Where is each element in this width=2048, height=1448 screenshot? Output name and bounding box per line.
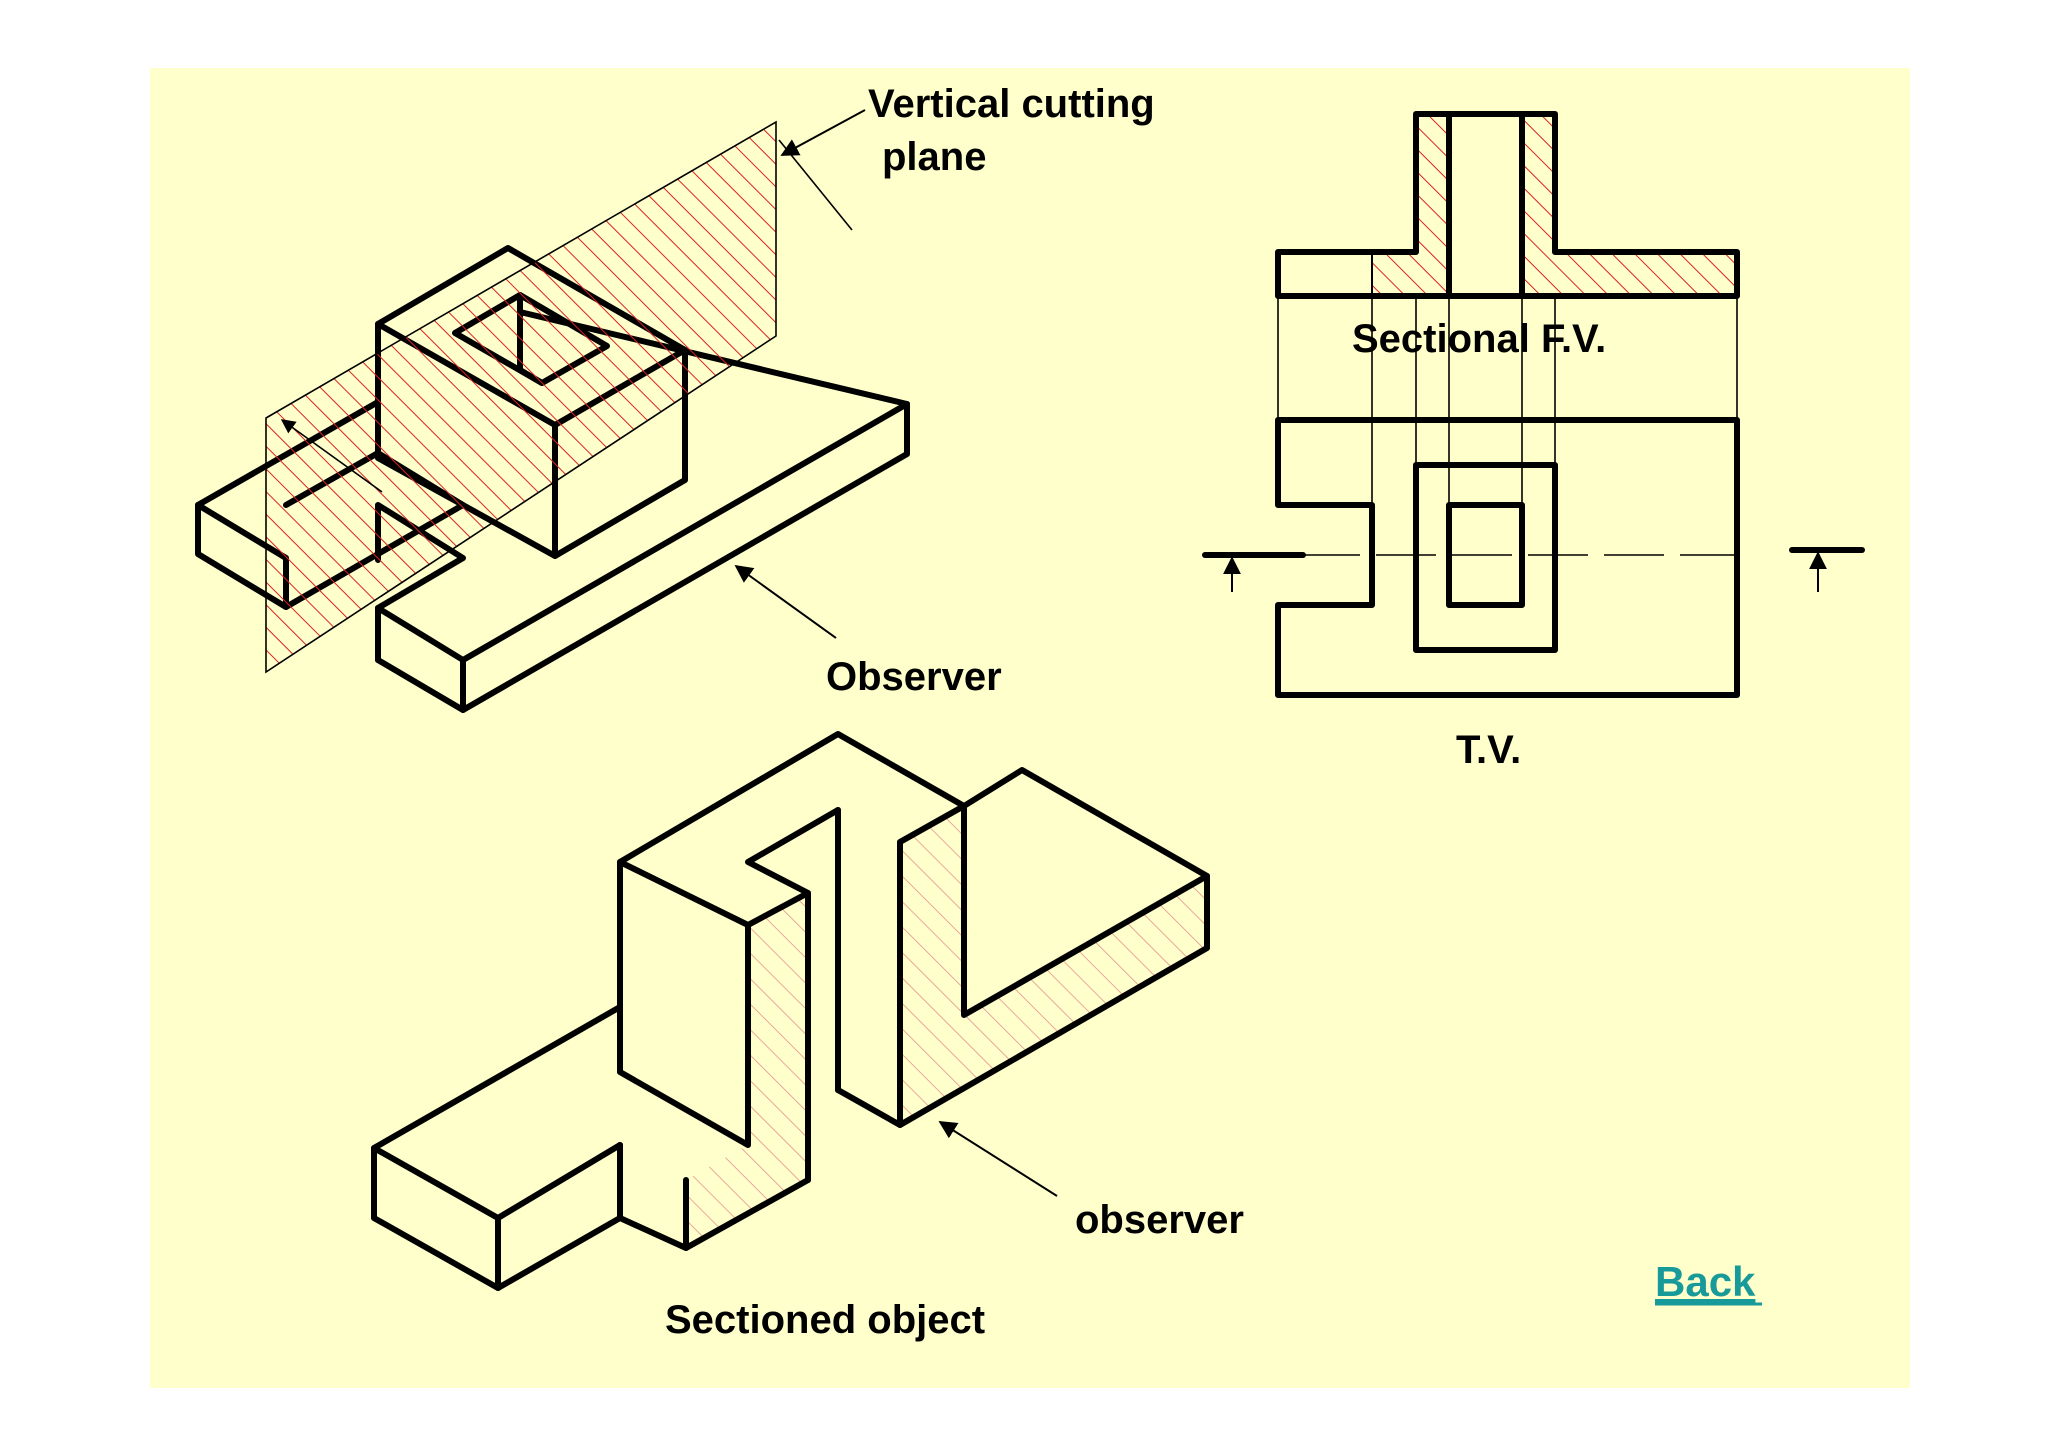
top-view	[1202, 417, 1865, 698]
leader-observer-bottom	[938, 1121, 1058, 1197]
label-sectioned-object: Sectioned object	[665, 1298, 985, 1342]
leader-cutting-plane	[780, 109, 866, 156]
fv-hatch-right-wall	[1522, 114, 1555, 296]
fv-hatch-left-wall	[1416, 114, 1449, 296]
leader-observer-top	[734, 564, 837, 639]
label-sectional-fv: Sectional F.V.	[1352, 317, 1606, 361]
label-cutting-plane-line1: Vertical cutting	[868, 82, 1155, 126]
section-face-left	[686, 893, 808, 1248]
label-tv: T.V.	[1456, 728, 1521, 772]
fv-hatch-base-right	[1555, 252, 1737, 296]
back-link[interactable]: Back	[1655, 1258, 1756, 1305]
label-cutting-plane-line2: plane	[882, 135, 986, 179]
label-observer-top: Observer	[826, 655, 1002, 699]
sectioned-object	[371, 731, 1210, 1291]
cutting-plane-hatch	[265, 120, 777, 674]
sectional-front-view	[1275, 111, 1740, 505]
label-observer-bottom: observer	[1075, 1198, 1244, 1242]
fv-hatch-base-left	[1372, 252, 1416, 296]
